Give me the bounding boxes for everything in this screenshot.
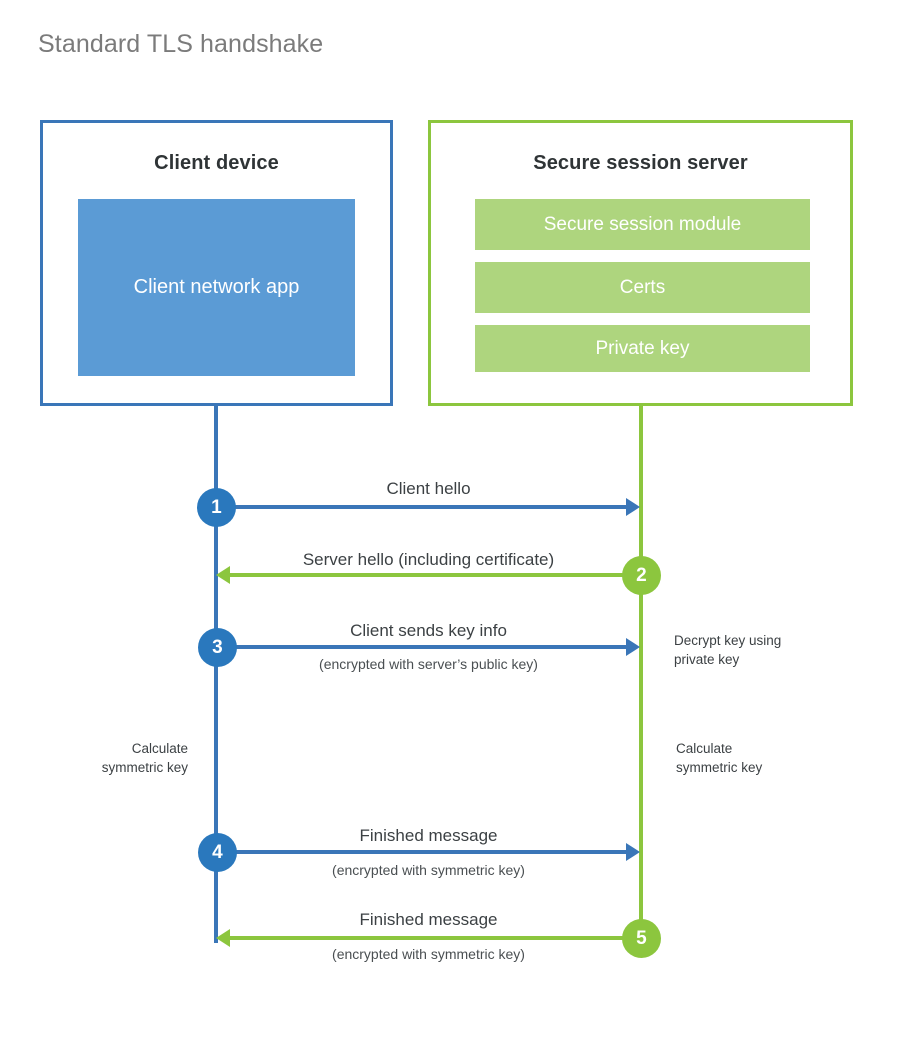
page-title: Standard TLS handshake	[38, 30, 324, 58]
secure-session-server-box: Secure session server Secure session mod…	[428, 120, 853, 406]
note-client-calc-line-2: symmetric key	[101, 759, 188, 775]
step-4-label: Finished message	[359, 826, 498, 845]
step-1-label: Client hello	[386, 479, 471, 498]
step-2-arrowhead-icon	[216, 566, 230, 584]
client-network-app-block: Client network app	[78, 199, 355, 376]
server-component-certs: Certs	[475, 262, 810, 313]
step-5-arrowhead-icon	[216, 929, 230, 947]
step-1-arrowhead-icon	[626, 498, 640, 516]
step-1-marker[interactable]: 1	[197, 488, 236, 527]
note-decrypt-key: Decrypt key using private key	[674, 632, 864, 669]
step-5-marker[interactable]: 5	[622, 919, 661, 958]
client-lifeline	[214, 403, 218, 943]
step-3-sublabel: (encrypted with server’s public key)	[319, 656, 538, 672]
note-client-calc-line-1: Calculate	[131, 741, 188, 756]
step-5-arrow-line	[230, 936, 641, 940]
step-2-marker[interactable]: 2	[622, 556, 661, 595]
step-1-arrow-line	[216, 505, 627, 509]
step-3-marker[interactable]: 3	[198, 628, 237, 667]
server-lifeline	[639, 403, 643, 940]
step-4-arrow-line	[216, 850, 627, 854]
note-client-calculate-symmetric-key: Calculate symmetric key	[20, 740, 188, 777]
step-3-label: Client sends key info	[350, 621, 507, 640]
step-3-arrowhead-icon	[626, 638, 640, 656]
step-2-arrow-line	[230, 573, 641, 577]
step-2-label: Server hello (including certificate)	[302, 550, 555, 569]
client-device-box: Client device Client network app	[40, 120, 393, 406]
server-component-secure-session-module: Secure session module	[475, 199, 810, 250]
secure-session-server-title: Secure session server	[533, 152, 748, 174]
client-device-title: Client device	[154, 152, 279, 174]
note-decrypt-key-line-1: Decrypt key using	[674, 633, 782, 648]
step-5-sublabel: (encrypted with symmetric key)	[332, 946, 525, 962]
step-4-marker[interactable]: 4	[198, 833, 237, 872]
step-4-arrowhead-icon	[626, 843, 640, 861]
note-decrypt-key-line-2: private key	[674, 651, 740, 667]
step-4-sublabel: (encrypted with symmetric key)	[332, 862, 525, 878]
note-server-calc-line-1: Calculate	[676, 741, 733, 756]
note-server-calc-line-2: symmetric key	[676, 759, 763, 775]
step-3-arrow-line	[216, 645, 627, 649]
server-component-private-key: Private key	[475, 325, 810, 372]
step-5-label: Finished message	[359, 910, 498, 929]
note-server-calculate-symmetric-key: Calculate symmetric key	[676, 740, 866, 777]
